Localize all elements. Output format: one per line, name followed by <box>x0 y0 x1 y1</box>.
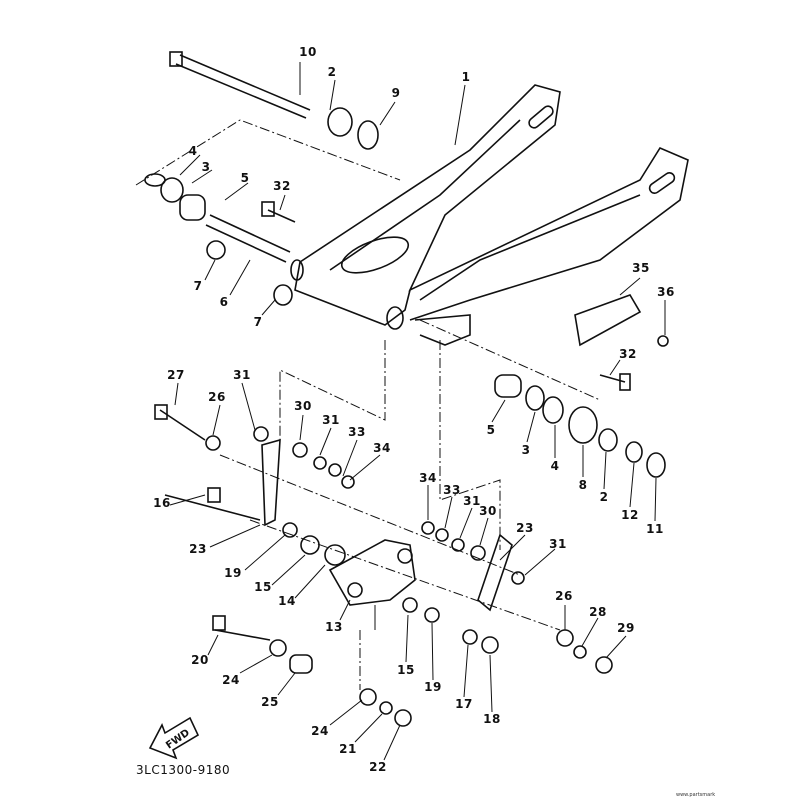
callout: 14 <box>278 594 296 608</box>
callout: 31 <box>233 368 251 382</box>
callout: 3 <box>521 443 531 457</box>
callout: 27 <box>167 368 185 382</box>
reference-lines <box>135 119 601 690</box>
callout: 12 <box>621 508 639 522</box>
callout: 19 <box>224 566 242 580</box>
callout: 26 <box>208 390 226 404</box>
callout: 15 <box>397 663 415 677</box>
callout: 21 <box>339 742 357 756</box>
callout: 4 <box>188 144 198 158</box>
callout: 6 <box>219 295 229 309</box>
callout: 10 <box>299 45 317 59</box>
callout: 4 <box>550 459 560 473</box>
callout: 34 <box>419 471 437 485</box>
callout: 11 <box>646 522 664 536</box>
fwd-arrow-icon <box>148 716 200 760</box>
callout: 33 <box>348 425 366 439</box>
callout: 20 <box>191 653 209 667</box>
callout: 33 <box>443 483 461 497</box>
callout: 17 <box>455 697 473 711</box>
callout: 3 <box>201 160 211 174</box>
callout: 32 <box>273 179 291 193</box>
callout: 8 <box>578 478 588 492</box>
callout: 34 <box>373 441 391 455</box>
callout: 31 <box>322 413 340 427</box>
swingarm <box>290 84 689 346</box>
diagram-code: 3LC1300-9180 <box>136 763 231 777</box>
callout: 24 <box>222 673 240 687</box>
callout: 23 <box>189 542 207 556</box>
callout: 26 <box>555 589 573 603</box>
callout: 16 <box>153 496 171 510</box>
callout: 24 <box>311 724 329 738</box>
callout: 15 <box>254 580 272 594</box>
callout: 29 <box>617 621 635 635</box>
callout: 7 <box>193 279 203 293</box>
callout: 30 <box>479 504 497 518</box>
pivot-axle <box>169 51 311 119</box>
callout: 5 <box>240 171 250 185</box>
callout: 9 <box>391 86 401 100</box>
callout: 7 <box>253 315 263 329</box>
callout: 30 <box>294 399 312 413</box>
footer-mark: www.partsmark <box>676 792 716 798</box>
upper-bushings <box>144 107 379 306</box>
callout: 22 <box>369 760 387 774</box>
callout: 2 <box>599 490 609 504</box>
callout: 2 <box>327 65 337 79</box>
callout: 19 <box>424 680 442 694</box>
callout: 36 <box>657 285 675 299</box>
callout: 28 <box>589 605 607 619</box>
callout: 31 <box>463 494 481 508</box>
callout: 18 <box>483 712 501 726</box>
callout: 13 <box>325 620 343 634</box>
callout: 5 <box>486 423 496 437</box>
leader-lines <box>169 62 666 761</box>
callout: 32 <box>619 347 637 361</box>
linkage <box>154 404 613 727</box>
right-bushings <box>494 294 669 478</box>
callout: 35 <box>632 261 650 275</box>
callout: 25 <box>261 695 279 709</box>
callout: 1 <box>461 70 471 84</box>
callout: 31 <box>549 537 567 551</box>
callout: 23 <box>516 521 534 535</box>
